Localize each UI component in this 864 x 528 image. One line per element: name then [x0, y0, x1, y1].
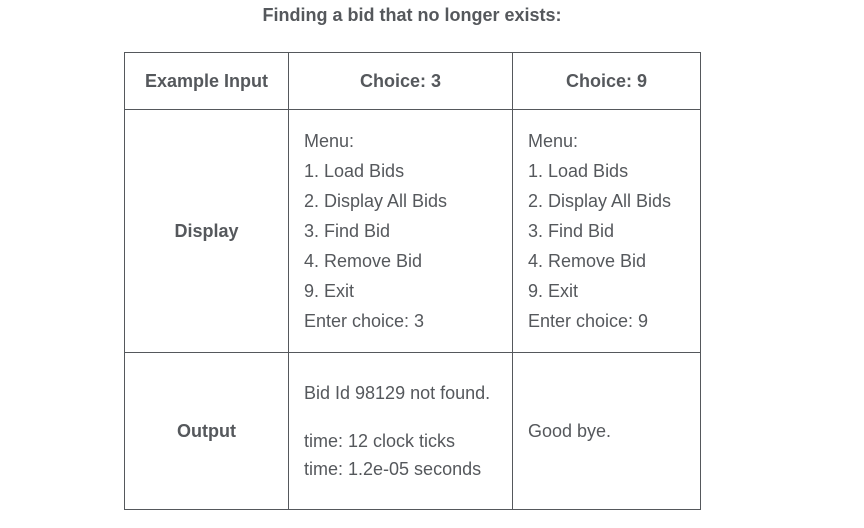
table-row-output: Output Bid Id 98129 not found. time: 12 c…	[124, 352, 701, 510]
text-line: 4. Remove Bid	[304, 251, 423, 271]
text-line: Good bye.	[528, 421, 612, 441]
header-choice-9: Choice: 9	[512, 52, 701, 110]
row-label-display: Display	[124, 109, 289, 353]
text-line: time: 12 clock ticks	[304, 431, 456, 451]
text-line: 9. Exit	[304, 281, 355, 301]
header-choice-3: Choice: 3	[288, 52, 513, 110]
table-row-display: Display Menu: 1. Load Bids 2. Display All …	[124, 109, 701, 353]
text-line: 3. Find Bid	[304, 221, 391, 241]
text-line: 2. Display All Bids	[304, 191, 448, 211]
page-title: Finding a bid that no longer exists:	[262, 5, 562, 25]
text-line: 4. Remove Bid	[528, 251, 647, 271]
output-choice-3-cell: Bid Id 98129 not found. time: 12 clock ti…	[288, 352, 513, 510]
text-line: time: 1.2e-05 seconds	[304, 459, 482, 479]
header-example-input: Example Input	[124, 52, 289, 110]
text-line	[304, 407, 504, 427]
text-line: Menu:	[528, 131, 579, 151]
text-line: Enter choice: 9	[528, 311, 649, 331]
table-header-row: Example Input Choice: 3 Choice: 9	[124, 52, 701, 110]
row-label-output: Output	[124, 352, 289, 510]
text-line: 1. Load Bids	[528, 161, 629, 181]
display-choice-3-cell: Menu: 1. Load Bids 2. Display All Bids 3. F…	[288, 109, 513, 353]
text-line: Bid Id 98129 not found.	[304, 383, 491, 403]
output-choice-9-cell: Good bye.	[512, 352, 701, 510]
text-line: 2. Display All Bids	[528, 191, 672, 211]
text-line: Enter choice: 3	[304, 311, 425, 331]
display-choice-9-cell: Menu: 1. Load Bids 2. Display All Bids 3. F…	[512, 109, 701, 353]
text-line: Menu:	[304, 131, 355, 151]
example-table: Example Input Choice: 3 Choice: 9 Displa…	[124, 52, 701, 510]
text-line: 3. Find Bid	[528, 221, 615, 241]
text-line: 9. Exit	[528, 281, 579, 301]
text-line: 1. Load Bids	[304, 161, 405, 181]
